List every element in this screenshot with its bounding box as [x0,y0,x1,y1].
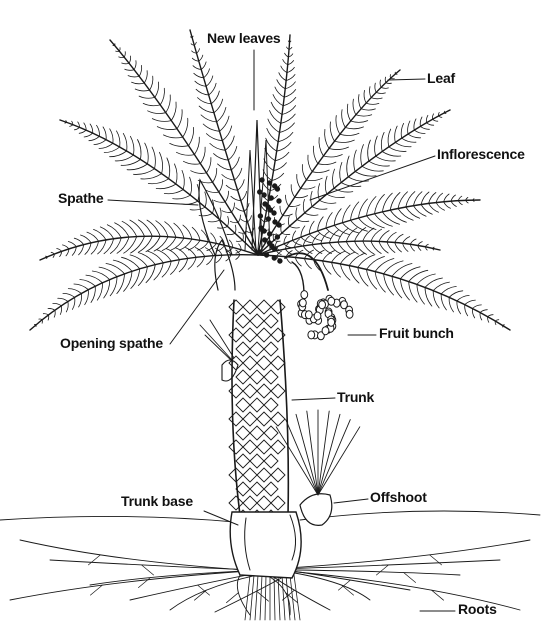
label-offshoot: Offshoot [370,489,427,505]
label-fruit-bunch: Fruit bunch [379,325,454,341]
label-opening-spathe: Opening spathe [60,335,163,351]
label-leaf: Leaf [427,70,455,86]
label-trunk: Trunk [337,389,374,405]
label-roots: Roots [458,601,497,617]
label-inflorescence: Inflorescence [437,146,525,162]
trunk-drawing [200,300,360,578]
label-spathe: Spathe [58,190,103,206]
label-trunk-base: Trunk base [121,493,193,509]
label-new-leaves: New leaves [207,30,281,46]
